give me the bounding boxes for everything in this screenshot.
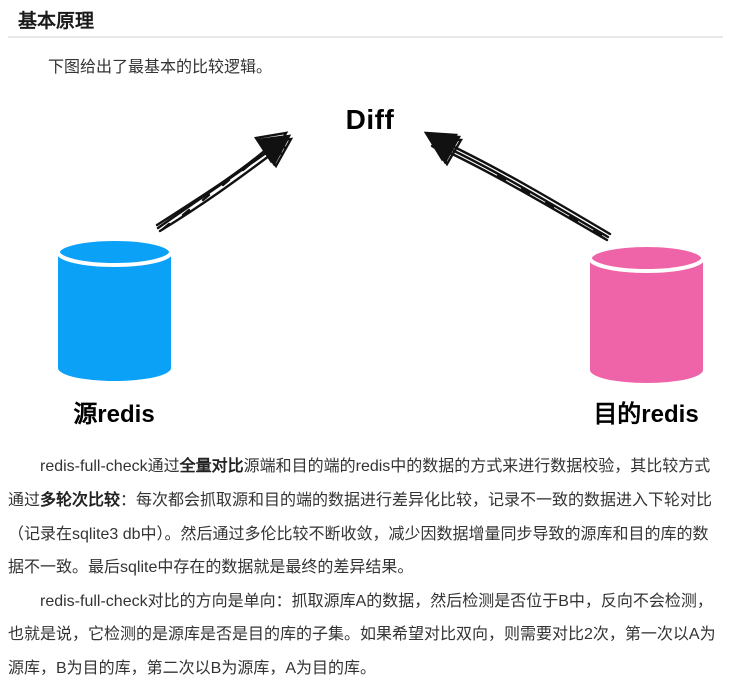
- comparison-diagram: Diff 源redis 目的redis: [8, 88, 723, 440]
- source-db-label: 源redis: [73, 401, 155, 429]
- target-to-diff-arrow: [423, 131, 612, 242]
- document-page: 基本原理 下图给出了最基本的比较逻辑。: [0, 10, 751, 686]
- intro-paragraph: 下图给出了最基本的比较逻辑。: [48, 58, 273, 76]
- para1-run1: redis-full-check通过: [40, 458, 180, 476]
- paragraph-comparison-logic: redis-full-check通过全量对比源端和目的端的redis中的数据的方…: [8, 450, 723, 584]
- page-title: 基本原理: [18, 11, 95, 32]
- target-database-cylinder-icon: [588, 243, 705, 384]
- para1-run3: ：每次都会抓取源和目的端的数据进行差异化比较，记录不一致的数据进入下轮对比（记录…: [8, 491, 713, 577]
- title-divider: [8, 35, 723, 38]
- para1-run2: 源端和目的端的redis中的数据的方式来进行数据校验，其比较方式通过: [8, 458, 711, 509]
- diff-label: Diff: [345, 104, 395, 136]
- paragraph-direction: redis-full-check对比的方向是单向：抓取源库A的数据，然后检测是否…: [8, 592, 716, 677]
- diagram-canvas: [56, 131, 705, 384]
- source-database-cylinder-icon: [56, 237, 173, 382]
- para1-bold-full-compare: 全量对比: [179, 458, 244, 476]
- target-db-label: 目的redis: [593, 401, 699, 429]
- source-to-diff-arrow: [155, 131, 294, 233]
- para1-bold-multi-round: 多轮次比较: [40, 491, 121, 509]
